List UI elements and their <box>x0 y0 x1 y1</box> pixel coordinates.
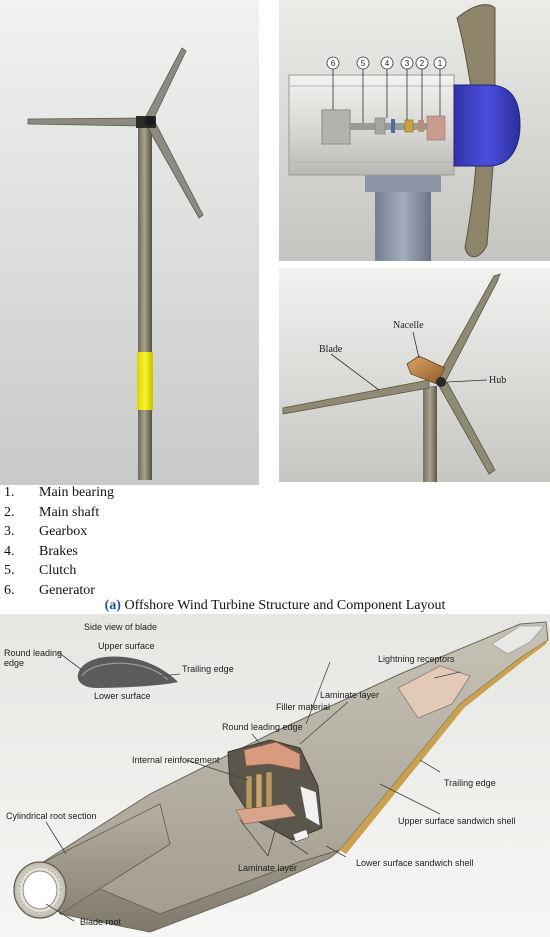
component-item: 2. Main shaft <box>0 505 420 525</box>
component-number: 2. <box>4 504 15 520</box>
label-internal-reinforcement: Internal reinforcement <box>132 755 220 765</box>
hub-nose-cone <box>453 84 521 167</box>
root-face-inner <box>22 870 58 910</box>
label-trailing-edge-profile: Trailing edge <box>182 664 234 674</box>
marker-1: 1 <box>438 59 443 68</box>
component-number: 5. <box>4 563 15 578</box>
label-cylindrical-root: Cylindrical root section <box>6 811 97 821</box>
gearbox <box>404 119 414 133</box>
component-item: 6. Generator <box>0 583 420 603</box>
clutch <box>374 117 386 135</box>
filler-material <box>299 785 321 827</box>
blade-trailing-strip <box>340 640 548 854</box>
figure-caption: (a) Offshore Wind Turbine Structure and … <box>0 598 550 614</box>
caption-letter: (a) <box>104 598 121 613</box>
label-upper-sandwich-shell: Upper surface sandwich shell <box>398 816 516 826</box>
component-item: 4. Brakes <box>0 544 420 564</box>
label-round-leading-edge-2: edge <box>4 658 24 668</box>
label-lower-sandwich-shell: Lower surface sandwich shell <box>356 858 474 868</box>
brakes <box>391 119 395 133</box>
yaw-bearing <box>365 174 441 192</box>
turbine-full-view <box>0 0 259 485</box>
tower-yellow-band <box>137 352 153 410</box>
caption-text: Offshore Wind Turbine Structure and Comp… <box>120 598 446 613</box>
label-hub: Hub <box>489 375 506 386</box>
marker-2: 2 <box>420 59 425 68</box>
component-item: 1. Main bearing <box>0 485 420 505</box>
marker-6: 6 <box>331 59 336 68</box>
label-upper-surface: Upper surface <box>98 641 155 651</box>
component-number: 6. <box>4 582 15 598</box>
component-label: Gearbox <box>39 524 88 539</box>
label-filler-material: Filler material <box>276 702 330 712</box>
label-laminate-layer-bottom: Laminate layer <box>238 863 297 873</box>
component-label: Generator <box>39 582 95 598</box>
label-blade-root: Blade root <box>80 917 122 927</box>
marker-5: 5 <box>361 59 366 68</box>
label-side-view: Side view of blade <box>84 622 157 632</box>
tower-top <box>375 186 431 261</box>
turbine-closeup-view: Nacelle Blade Hub <box>279 268 550 482</box>
main-shaft-part <box>418 120 424 132</box>
main-bearing <box>426 115 446 141</box>
hub <box>436 377 446 387</box>
round-leading-edge-cap <box>243 741 301 771</box>
blade-side <box>456 4 496 258</box>
hub-small <box>145 116 155 126</box>
blade-lower-shell <box>39 849 341 933</box>
component-item: 5. Clutch <box>0 563 420 583</box>
component-item: 3. Gearbox <box>0 524 420 544</box>
label-nacelle: Nacelle <box>393 320 424 331</box>
tower <box>138 124 152 480</box>
component-label: Main bearing <box>39 485 115 500</box>
nacelle-box <box>406 355 446 385</box>
blade-tip-patch <box>491 625 545 655</box>
blade-structure-view: Side view of blade Upper surface Lower s… <box>0 614 550 937</box>
label-laminate-layer-top: Laminate layer <box>320 690 379 700</box>
label-blade: Blade <box>319 344 343 355</box>
component-number: 1. <box>4 485 15 500</box>
component-label: Brakes <box>39 543 78 559</box>
component-label: Main shaft <box>39 504 100 520</box>
component-list: 1. Main bearing 2. Main shaft 3. Gearbox… <box>0 485 420 602</box>
component-label: Clutch <box>39 563 77 578</box>
component-number: 3. <box>4 524 15 539</box>
marker-3: 3 <box>405 59 410 68</box>
label-lower-surface: Lower surface <box>94 691 151 701</box>
label-trailing-edge: Trailing edge <box>444 778 496 788</box>
lightning-receptor-patch <box>397 665 471 719</box>
marker-4: 4 <box>385 59 390 68</box>
generator-block <box>321 109 351 145</box>
blade-left <box>282 379 430 415</box>
label-round-leading-edge-1: Round leading <box>4 648 62 658</box>
tower <box>423 386 437 482</box>
nacelle-internal-view: 6 5 4 3 2 1 <box>279 0 550 261</box>
lower-insert <box>292 829 310 843</box>
component-number: 4. <box>4 543 15 559</box>
label-lightning-receptors: Lightning receptors <box>378 654 455 664</box>
label-round-leading-edge: Round leading edge <box>222 722 303 732</box>
laminate-layer-plate <box>235 803 297 825</box>
